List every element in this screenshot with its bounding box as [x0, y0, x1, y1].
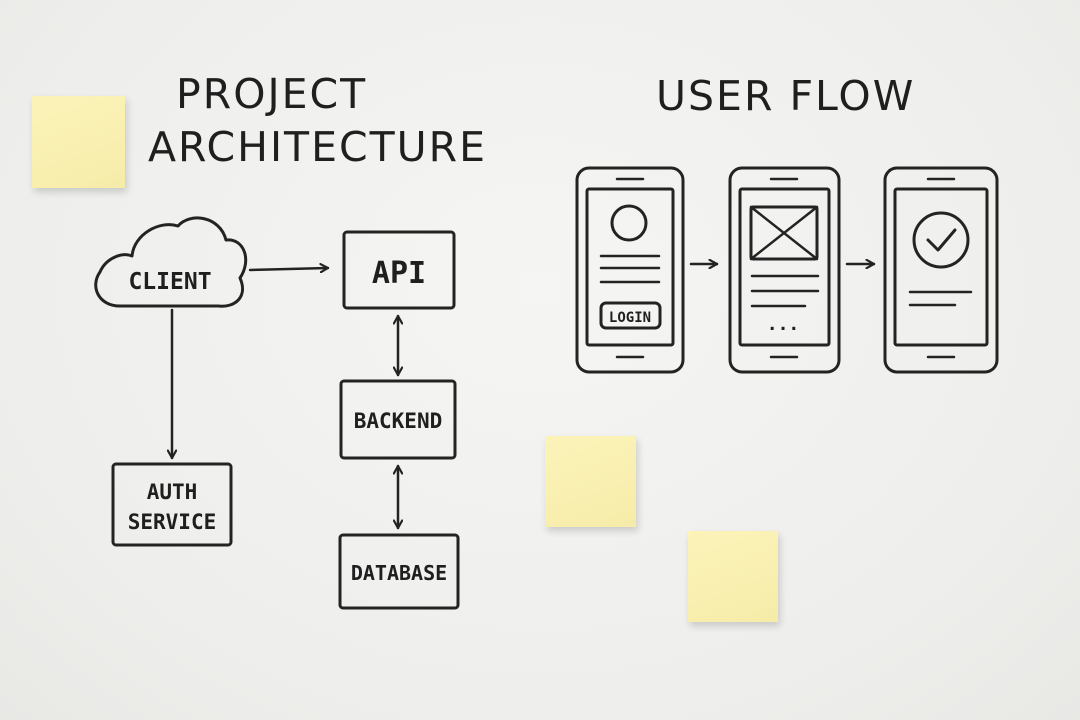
content-ellipsis: ... — [767, 314, 800, 335]
client-node[interactable]: CLIENT — [94, 216, 248, 308]
image-placeholder-icon — [749, 205, 819, 261]
sticky-note-bottom[interactable] — [688, 531, 778, 622]
database-label: DATABASE — [351, 561, 447, 585]
auth-label-line1: AUTH — [147, 480, 198, 504]
database-node[interactable]: DATABASE — [338, 533, 460, 610]
phone-login-screen[interactable]: LOGIN — [575, 166, 685, 374]
login-button[interactable]: LOGIN — [599, 301, 662, 330]
client-label: CLIENT — [128, 269, 211, 295]
auth-service-node[interactable]: AUTH SERVICE — [111, 462, 233, 547]
api-label: API — [372, 256, 426, 291]
phone-success-screen[interactable] — [883, 166, 999, 374]
checkmark-icon — [912, 211, 970, 269]
sticky-note-middle[interactable] — [545, 436, 636, 527]
cloud-icon — [94, 216, 248, 308]
auth-label-line2: SERVICE — [128, 510, 217, 534]
title-project: PROJECT — [176, 70, 368, 118]
arrow-client-to-api — [248, 268, 330, 270]
sticky-note-top-left[interactable] — [32, 96, 125, 188]
backend-label: BACKEND — [354, 409, 443, 433]
backend-node[interactable]: BACKEND — [339, 379, 457, 460]
phone-content-screen[interactable]: ... — [728, 166, 841, 374]
title-architecture: ARCHITECTURE — [148, 123, 488, 171]
api-node[interactable]: API — [342, 230, 456, 310]
login-button-label: LOGIN — [609, 310, 651, 326]
title-user-flow: USER FLOW — [656, 72, 916, 120]
avatar-icon — [610, 204, 648, 242]
